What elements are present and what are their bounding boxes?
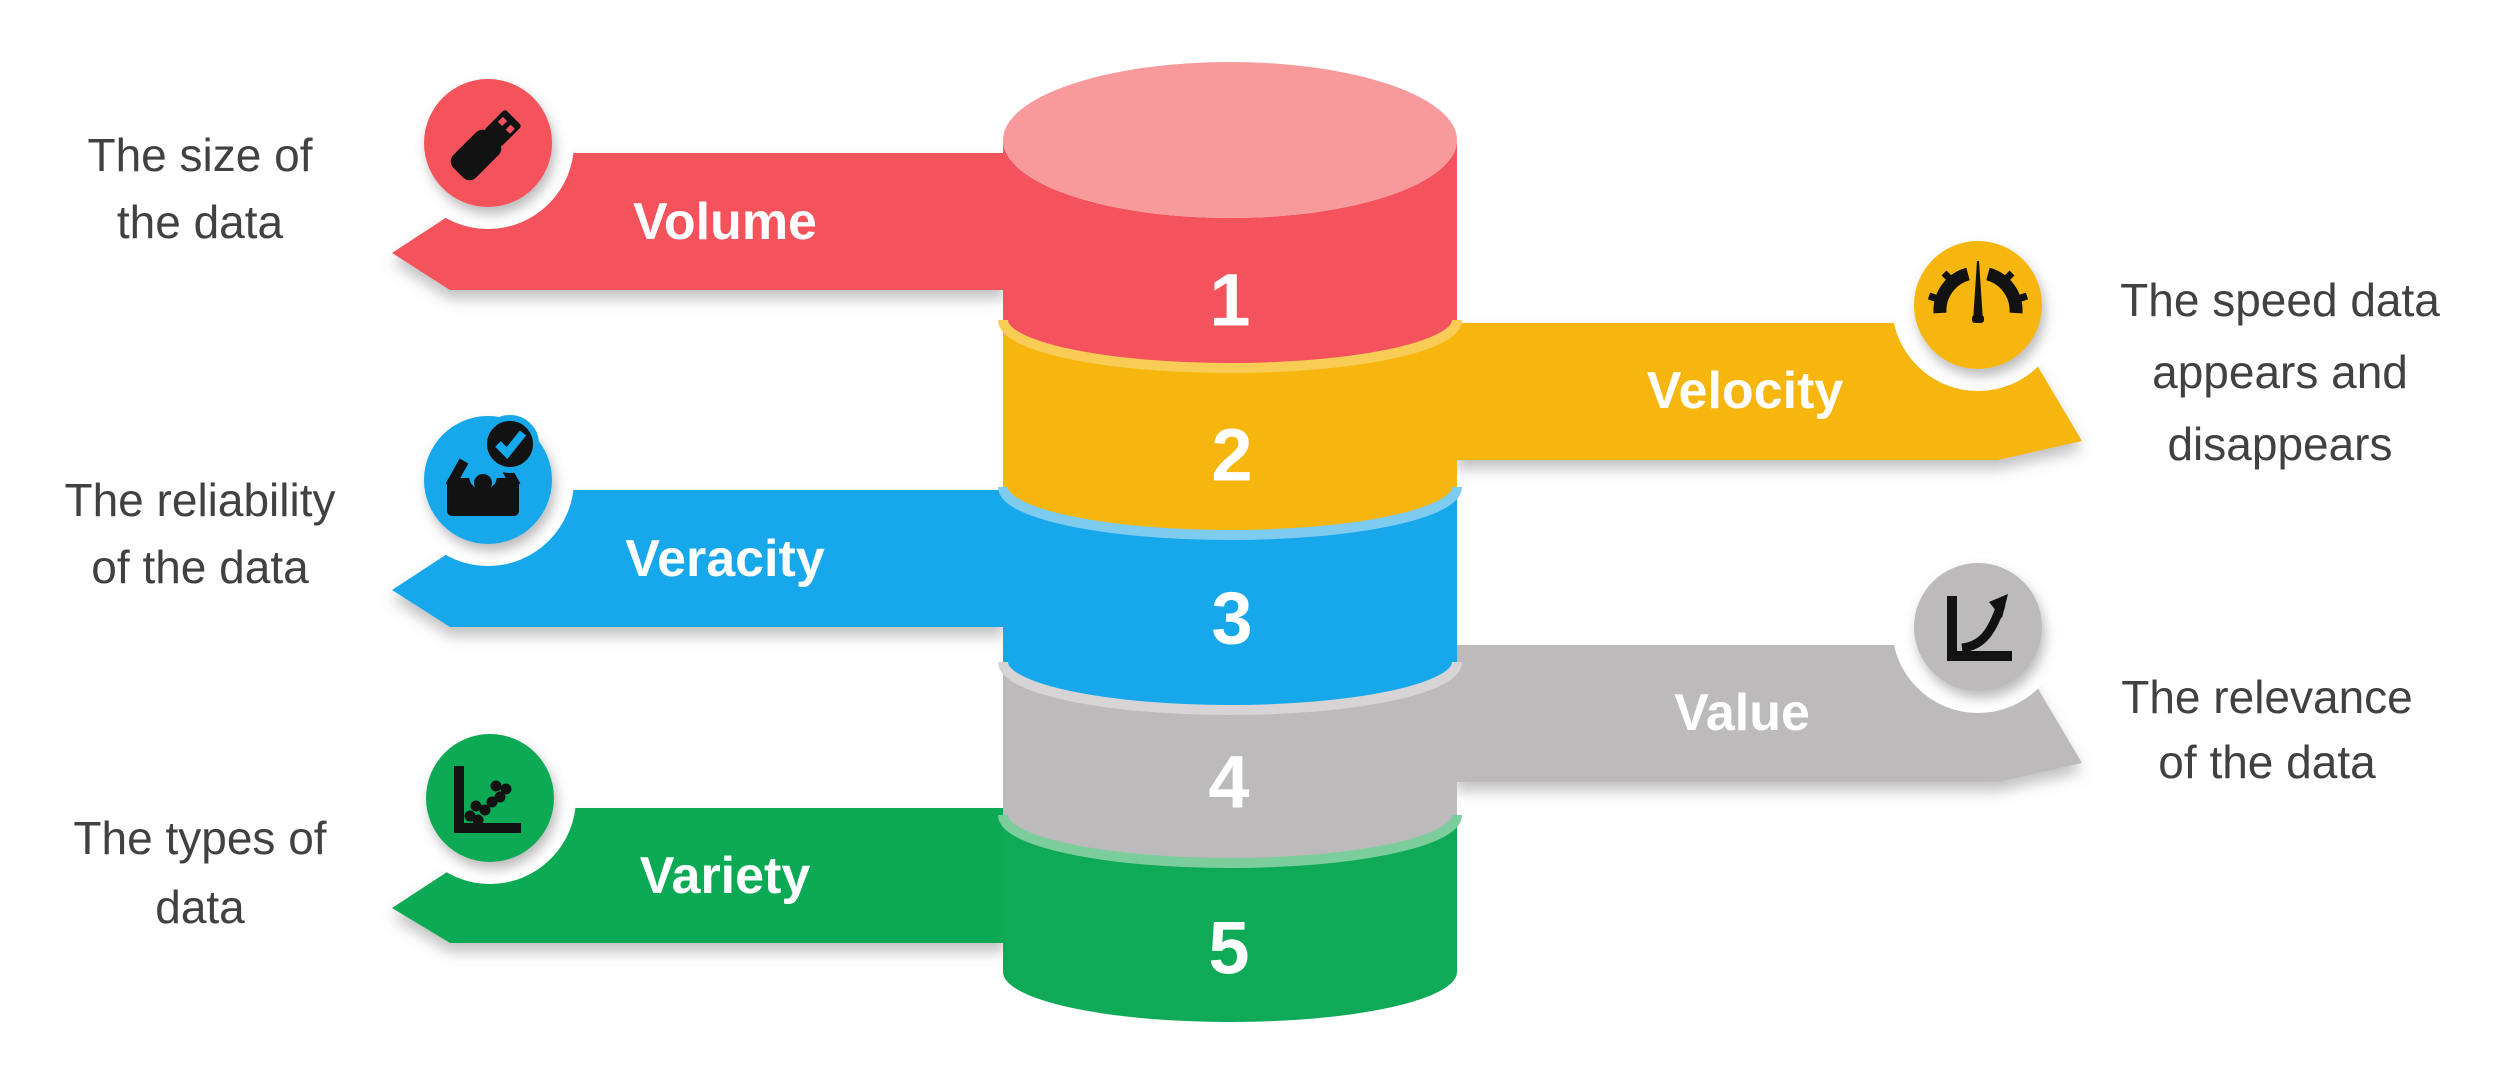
description-value-line-2: of the data — [2158, 736, 2376, 788]
ribbon-variety: Variety — [392, 712, 1005, 943]
ribbon-velocity: Velocity — [1455, 219, 2082, 460]
description-velocity-line-2: appears and — [2152, 346, 2408, 398]
description-volume-line-2: the data — [117, 196, 284, 248]
ribbon-value: Value — [1455, 541, 2082, 782]
cylinder-segment-5-rim — [998, 814, 1462, 868]
segment-number-3: 3 — [1211, 577, 1252, 660]
description-variety-line-1: The types of — [73, 812, 326, 864]
description-variety-line-2: data — [155, 881, 245, 933]
scatter-plot-icon — [454, 766, 521, 833]
description-velocity-line-1: The speed data — [2120, 274, 2440, 326]
segment-number-4: 4 — [1208, 741, 1249, 824]
description-velocity: The speed data appears and disappears — [2120, 274, 2440, 470]
ribbon-value-badge — [1914, 563, 2042, 691]
description-variety: The types of data — [73, 812, 326, 933]
ribbon-veracity: Veracity — [392, 394, 1005, 627]
description-value-line-1: The relevance — [2121, 671, 2413, 723]
description-volume-line-1: The size of — [88, 129, 313, 181]
segment-number-1: 1 — [1209, 259, 1250, 342]
ribbon-veracity-label: Veracity — [625, 530, 825, 588]
description-volume: The size of the data — [88, 129, 313, 248]
description-veracity-line-1: The reliability — [65, 474, 336, 526]
cylinder-segment-3-rim — [998, 486, 1462, 540]
data-cylinder: 1 2 3 4 5 — [998, 62, 1462, 1022]
cylinder-segment-3 — [1003, 487, 1457, 720]
description-velocity-line-3: disappears — [2167, 418, 2392, 470]
segment-number-2: 2 — [1211, 414, 1252, 497]
growth-chart-icon — [1947, 594, 2012, 661]
ribbon-variety-label: Variety — [640, 847, 811, 905]
ribbon-value-label: Value — [1674, 684, 1810, 742]
cylinder-segment-4-rim — [998, 661, 1462, 715]
cylinder-segment-4 — [1003, 662, 1457, 873]
description-veracity: The reliability of the data — [65, 474, 336, 593]
segment-number-5: 5 — [1208, 907, 1249, 990]
description-veracity-line-2: of the data — [91, 541, 309, 593]
cylinder-segment-2 — [1003, 320, 1457, 548]
ribbon-velocity-label: Velocity — [1647, 362, 1844, 420]
speedometer-icon — [1927, 261, 2029, 323]
cylinder-top-ellipse — [1003, 62, 1457, 218]
cylinder-segment-2-rim — [998, 319, 1462, 373]
cylinder-segment-5 — [1003, 815, 1457, 1022]
ribbon-volume: Volume — [392, 57, 1005, 290]
usb-drive-icon — [450, 110, 521, 181]
inbox-check-icon — [445, 415, 539, 516]
description-value: The relevance of the data — [2121, 671, 2413, 788]
ribbon-volume-label: Volume — [633, 193, 817, 251]
